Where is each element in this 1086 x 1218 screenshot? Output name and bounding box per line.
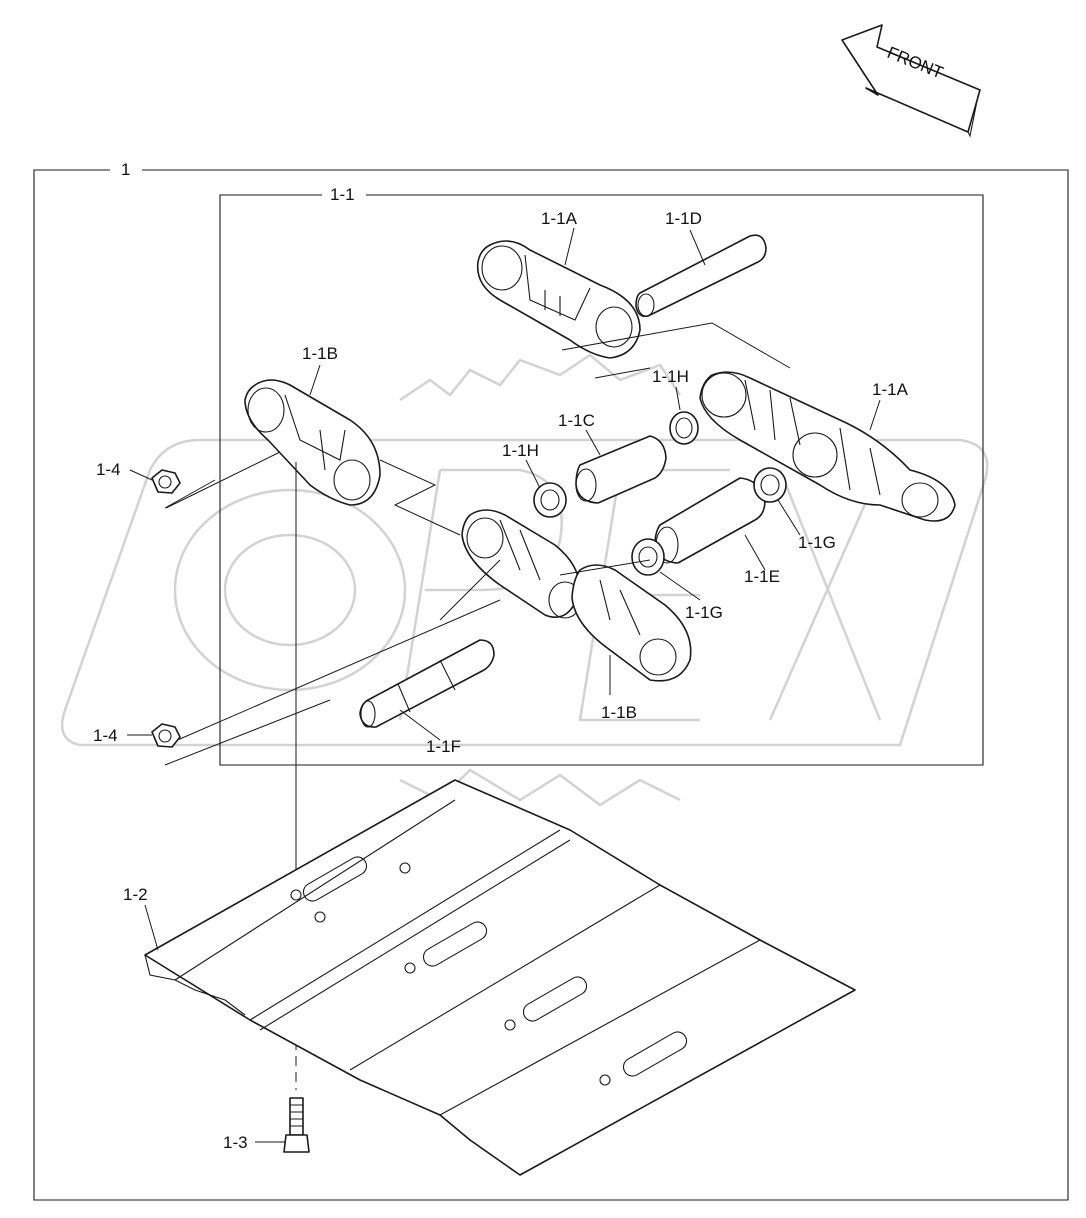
link-1-1b-bottom xyxy=(461,509,582,619)
subassembly-frame: 1-1 xyxy=(219,185,984,766)
callout-1-4-top: 1-4 xyxy=(96,460,121,479)
bushing-1-1c xyxy=(575,435,667,504)
assembly-label: 1 xyxy=(121,160,130,179)
link-1-1b-center xyxy=(571,564,692,682)
bushing-1-1e xyxy=(654,477,766,564)
front-direction-arrow: FRONT xyxy=(841,24,981,138)
pin-1-1f xyxy=(359,639,495,728)
callout-1-1a-right: 1-1A xyxy=(872,380,909,399)
assembly-lines xyxy=(164,322,791,1090)
callout-1-1h-left: 1-1H xyxy=(502,441,539,460)
callout-1-1g-right: 1-1G xyxy=(798,533,836,552)
callout-1-3: 1-3 xyxy=(223,1133,248,1152)
callout-1-1g-center: 1-1G xyxy=(685,603,723,622)
track-shoe-1-2 xyxy=(144,779,856,1176)
link-1-1a-top xyxy=(476,240,641,359)
assembly-frame: 1 xyxy=(33,160,1069,1201)
seal-1-1h-top xyxy=(669,411,699,445)
callout-1-1a-top: 1-1A xyxy=(541,209,578,228)
callout-1-1e: 1-1E xyxy=(744,567,780,586)
nut-1-4-bottom xyxy=(151,723,181,748)
seal-1-1g-right xyxy=(753,467,787,503)
callout-leaders xyxy=(127,227,881,1143)
nut-1-4-top xyxy=(151,469,181,494)
link-1-1a-right xyxy=(699,371,956,522)
callout-1-1h-top: 1-1H xyxy=(652,367,689,386)
seal-1-1h-left xyxy=(533,482,567,518)
pin-1-1d xyxy=(635,234,767,318)
callout-1-1b-bottom: 1-1B xyxy=(601,703,637,722)
callout-1-1d: 1-1D xyxy=(665,209,702,228)
callout-labels: 1-1A 1-1D 1-1A 1-1B 1-1B 1-1C 1-1H 1-1H … xyxy=(93,209,909,1152)
callout-1-1f: 1-1F xyxy=(426,737,461,756)
bolt-1-3 xyxy=(283,1097,310,1153)
callout-1-1b-top: 1-1B xyxy=(302,344,338,363)
callout-1-4-bottom: 1-4 xyxy=(93,726,118,745)
link-1-1b-top xyxy=(244,379,381,506)
subassembly-label: 1-1 xyxy=(330,185,355,204)
callout-1-1c: 1-1C xyxy=(558,411,595,430)
callout-1-2: 1-2 xyxy=(123,885,148,904)
seal-1-1g-center xyxy=(631,538,665,576)
